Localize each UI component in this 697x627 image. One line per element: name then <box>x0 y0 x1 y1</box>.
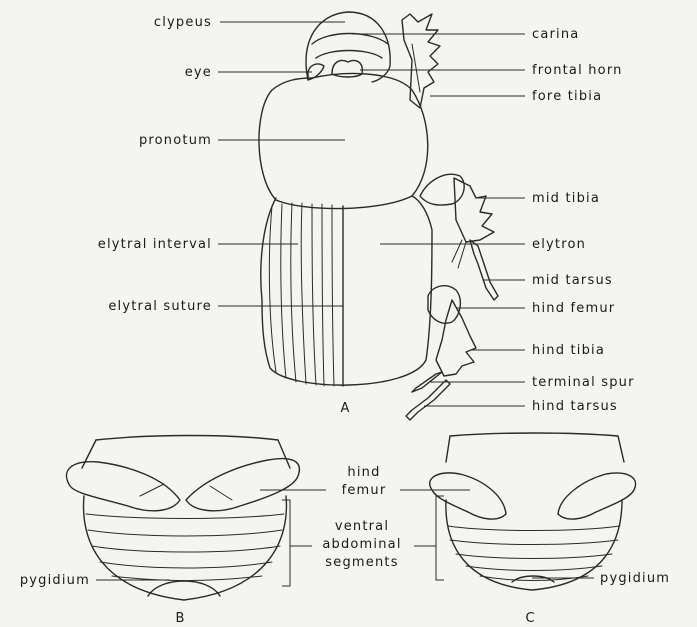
label-hind-tarsus: hind tarsus <box>532 399 618 414</box>
label-ventral-l3: segments <box>325 555 398 570</box>
panel-label-b: B <box>176 611 185 626</box>
label-hind-femur-l1: hind <box>347 465 380 480</box>
abdomen-view-c <box>430 433 636 590</box>
ventral-segments-b <box>86 514 284 581</box>
label-hind-tibia: hind tibia <box>532 343 605 358</box>
panel-label-a: A <box>341 401 350 416</box>
label-mid-tibia: mid tibia <box>532 191 600 206</box>
label-pronotum: pronotum <box>139 133 212 148</box>
hind-tibia-shape <box>436 300 476 376</box>
carina-ridge <box>312 34 388 45</box>
pygidium-b-shape <box>148 581 220 596</box>
label-eye: eye <box>185 65 212 80</box>
abdomen-view-b <box>66 436 326 601</box>
label-pygidium-c: pygidium <box>600 571 670 586</box>
label-hind-femur: hind femur <box>532 301 615 316</box>
label-fore-tibia: fore tibia <box>532 89 602 104</box>
hind-femur-shape <box>428 286 460 324</box>
label-mid-tarsus: mid tarsus <box>532 273 613 288</box>
ventral-segments-c <box>448 526 620 581</box>
mid-femur-shape <box>420 174 464 205</box>
pronotum-shape <box>259 74 428 209</box>
beetle-dorsal-view <box>218 12 525 420</box>
head-inner <box>316 51 382 59</box>
label-elytron: elytron <box>532 237 586 252</box>
label-hind-femur-l2: femur <box>342 483 387 498</box>
hind-femur-c-right <box>558 473 636 519</box>
hind-femur-b-right <box>186 459 299 511</box>
label-frontal-horn: frontal horn <box>532 63 623 78</box>
label-elytral-suture: elytral suture <box>108 299 212 314</box>
label-pygidium-b: pygidium <box>20 573 90 588</box>
label-carina: carina <box>532 27 579 42</box>
label-clypeus: clypeus <box>154 15 212 30</box>
label-ventral-l2: abdominal <box>322 537 401 552</box>
mid-tibia-shape <box>454 178 494 242</box>
panel-label-c: C <box>525 611 534 626</box>
fore-tibia-shape <box>402 14 440 108</box>
abdomen-b-outline <box>84 496 287 600</box>
label-ventral-l1: ventral <box>335 519 389 534</box>
label-terminal-spur: terminal spur <box>532 375 635 390</box>
hind-tarsus-shape <box>406 380 450 420</box>
elytra-shape <box>261 196 432 385</box>
label-elytral-interval: elytral interval <box>98 237 212 252</box>
elytral-striae <box>269 203 334 386</box>
mid-tarsus-shape <box>470 240 498 300</box>
